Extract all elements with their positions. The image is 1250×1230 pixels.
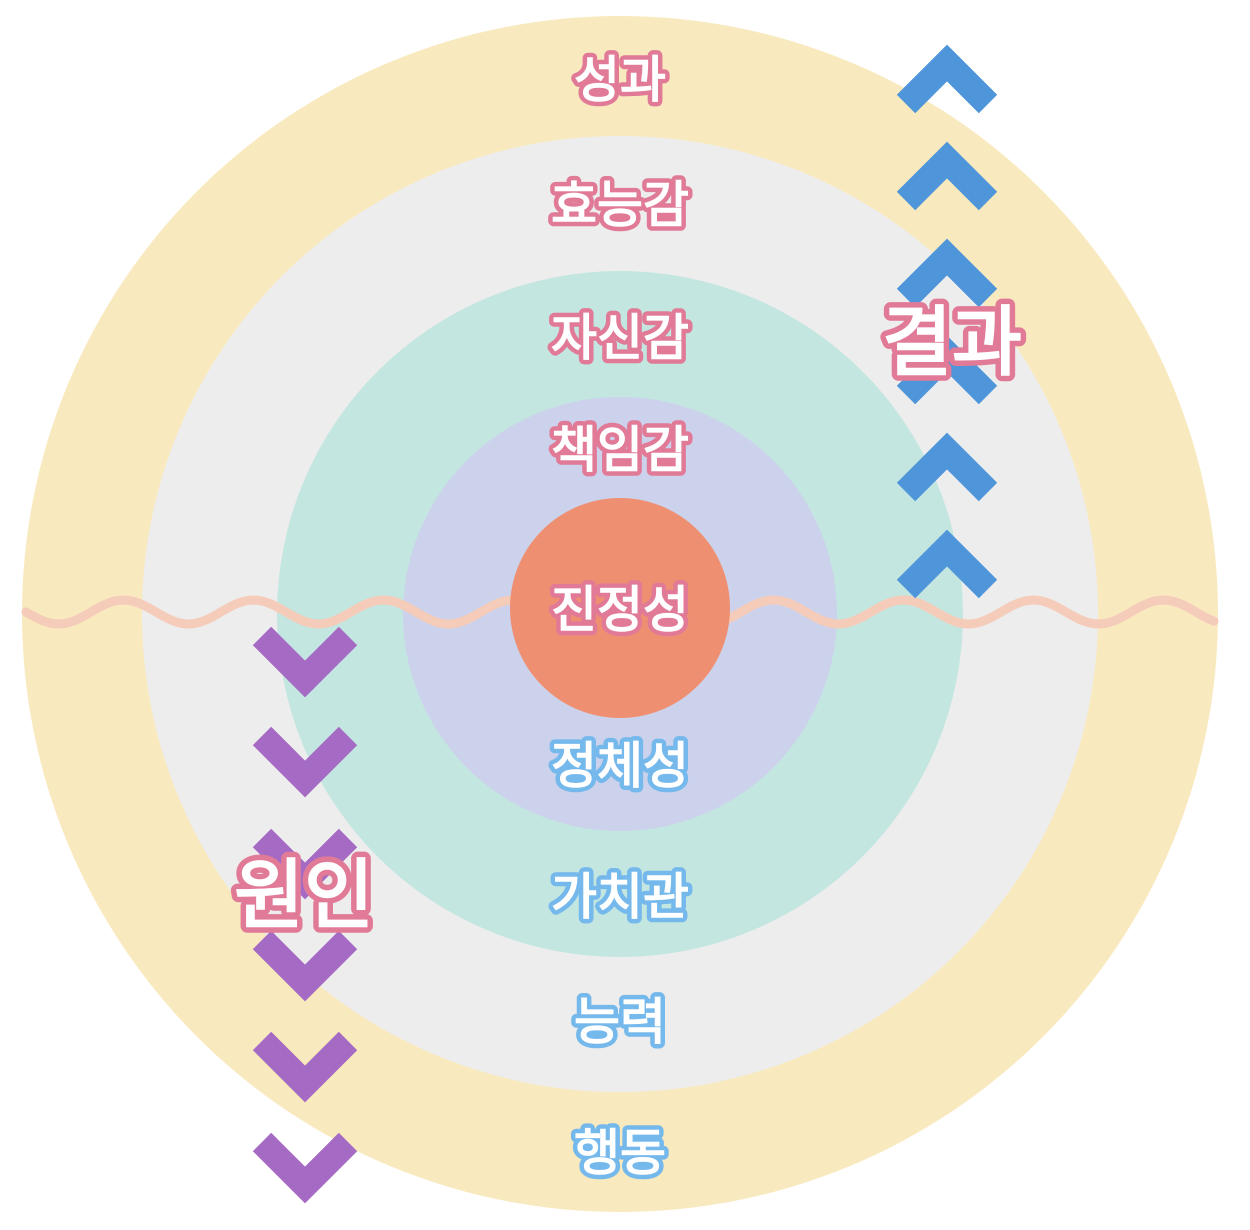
label-action: 행동: [574, 1124, 666, 1182]
label-values: 가치관: [551, 868, 689, 926]
chevron-down-icon: [252, 1031, 358, 1103]
up-arrows-group: [896, 44, 998, 599]
label-performance: 성과: [574, 51, 666, 109]
chevron-up-icon: [896, 335, 998, 405]
down-arrows-group: [252, 626, 358, 1204]
core-circle: [510, 498, 730, 718]
chevron-up-icon: [896, 141, 998, 211]
label-efficacy: 효능감: [551, 176, 689, 234]
chevron-up-icon: [896, 238, 998, 308]
chevron-down-icon: [252, 930, 358, 1002]
chevron-down-icon: [252, 726, 358, 798]
cause-label: 원인: [234, 851, 374, 940]
label-confidence: 자신감: [551, 309, 689, 367]
result-label: 결과: [882, 298, 1022, 387]
label-ability: 능력: [574, 993, 666, 1051]
label-authenticity: 진정성: [551, 581, 689, 639]
chevron-up-icon: [896, 44, 998, 114]
chevron-up-icon: [896, 432, 998, 502]
chevron-down-icon: [252, 1132, 358, 1204]
label-identity: 정체성: [551, 737, 689, 795]
label-responsibility: 책임감: [551, 421, 689, 479]
chevron-down-icon: [252, 828, 358, 900]
chevron-up-icon: [896, 529, 998, 599]
chevron-down-icon: [252, 626, 358, 698]
